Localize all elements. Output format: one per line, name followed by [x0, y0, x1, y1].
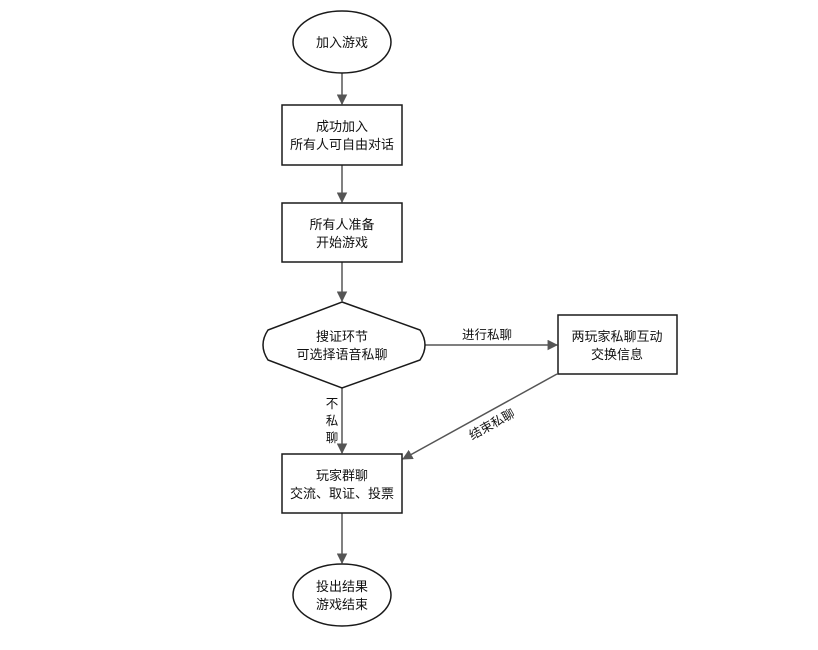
node-ready-line-2: 开始游戏	[316, 236, 368, 251]
node-search-evidence: 搜证环节 可选择语音私聊	[262, 301, 426, 389]
node-join-game: 加入游戏	[292, 10, 392, 74]
node-ready-line-1: 所有人准备	[309, 217, 374, 233]
edge-label-private-chat: 进行私聊	[462, 327, 512, 342]
node-join-game-line-1: 加入游戏	[316, 36, 368, 51]
node-group-chat-line-2: 交流、取证、投票	[290, 486, 394, 502]
node-group-chat: 玩家群聊 交流、取证、投票	[281, 453, 403, 514]
node-result-line-1: 投出结果	[316, 579, 368, 595]
node-group-chat-line-1: 玩家群聊	[316, 468, 368, 484]
node-search-evidence-line-2: 可选择语音私聊	[296, 347, 387, 363]
node-private-chat-line-2: 交换信息	[591, 347, 643, 363]
node-join-success-line-2: 所有人可自由对话	[290, 138, 394, 153]
node-join-success-line-1: 成功加入	[316, 120, 368, 135]
node-join-success: 成功加入 所有人可自由对话	[281, 104, 403, 166]
node-private-chat-line-1: 两玩家私聊互动	[571, 329, 662, 345]
edge-label-end-private-chat: 结束私聊	[466, 405, 517, 442]
node-result-line-2: 游戏结束	[316, 598, 368, 613]
node-search-evidence-line-1: 搜证环节	[316, 330, 368, 345]
edge-private-to-group	[402, 373, 558, 460]
node-private-chat: 两玩家私聊互动 交换信息	[557, 314, 678, 375]
node-ready: 所有人准备 开始游戏	[281, 202, 403, 263]
edge-label-no-private-chat: 不私聊	[326, 396, 339, 445]
node-result: 投出结果 游戏结束	[292, 563, 392, 627]
